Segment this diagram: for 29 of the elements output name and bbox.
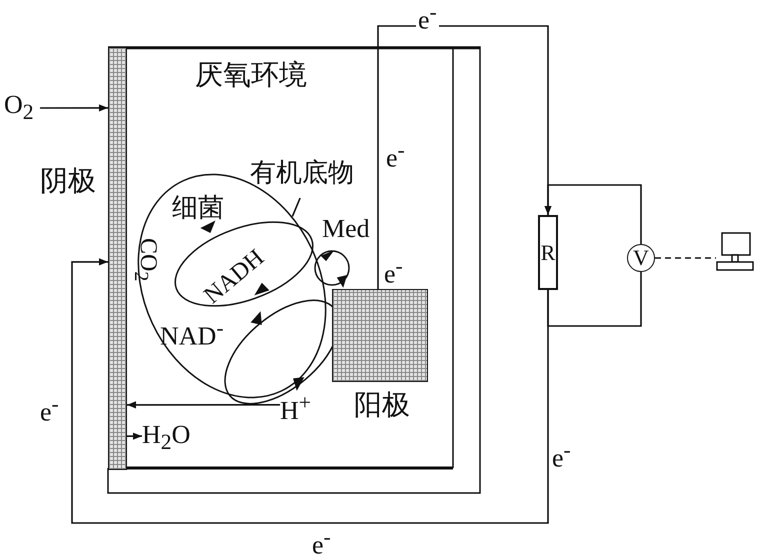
cathode-strip xyxy=(108,47,127,470)
wire xyxy=(547,184,642,244)
electrode-label: 阳极 xyxy=(354,392,410,420)
voltmeter-symbol: V xyxy=(627,244,655,272)
molecule-label: NAD$^{-}$ xyxy=(160,318,224,350)
dashed-line xyxy=(655,257,716,259)
electron-label: e$^{-}$ xyxy=(312,527,331,555)
environment-label: 厌氧环境 xyxy=(195,62,307,90)
arrow xyxy=(127,432,142,440)
arrow xyxy=(40,104,108,112)
ion-label: H$^{+}$ xyxy=(280,392,320,424)
bacteria-label: 细菌 xyxy=(172,195,224,221)
formula-text: H$_{2}$O xyxy=(142,422,204,454)
computer-icon xyxy=(716,232,754,272)
anode-block xyxy=(332,289,428,382)
electron-label: e$^{-}$ xyxy=(386,140,405,172)
arrow xyxy=(377,25,552,289)
formula-text: O$_{2}$ xyxy=(4,92,40,124)
electron-label: e$^{-}$ xyxy=(384,256,403,288)
mediator-label: Med xyxy=(322,216,370,242)
wire xyxy=(547,272,642,327)
substrate-label: 有机底物 xyxy=(250,160,380,198)
leader-line xyxy=(292,198,301,217)
electrode-label: 阴极 xyxy=(40,168,96,196)
arrow xyxy=(127,401,280,408)
electron-label: e$^{-}$ xyxy=(40,394,59,426)
arrow xyxy=(71,258,549,524)
resistor-symbol: R xyxy=(538,215,558,290)
electron-label: e$^{-}$ xyxy=(552,440,571,472)
